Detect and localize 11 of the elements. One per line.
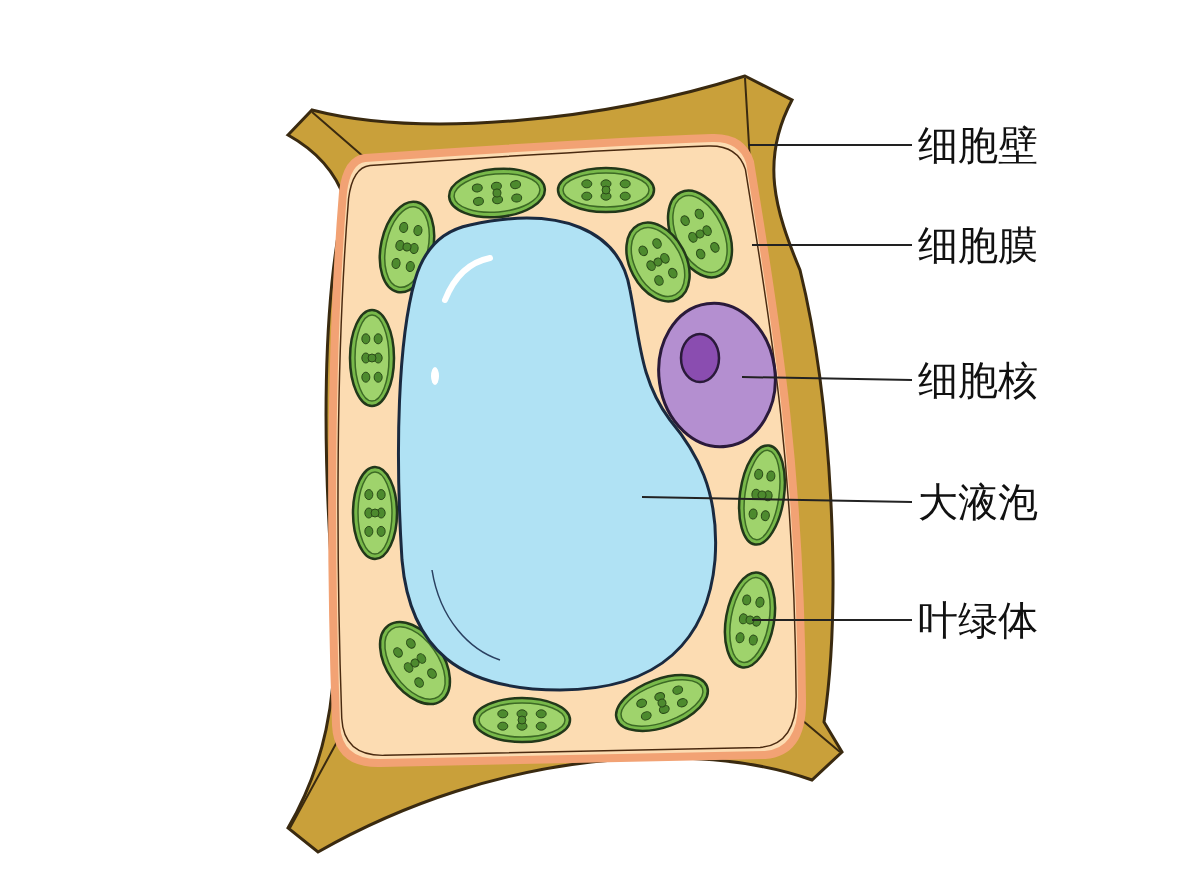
- cell-membrane: [330, 134, 808, 766]
- part-label: 叶绿体: [918, 596, 1038, 644]
- part-label: 细胞核: [918, 356, 1038, 404]
- leader-line: [641, 496, 913, 503]
- part-label: 细胞膜: [918, 221, 1038, 269]
- leader-line: [751, 619, 913, 621]
- part-label: 大液泡: [918, 478, 1038, 526]
- leader-line: [741, 376, 913, 381]
- part-label: 细胞壁: [918, 121, 1038, 169]
- leader-line: [747, 144, 913, 146]
- leader-line: [751, 244, 913, 246]
